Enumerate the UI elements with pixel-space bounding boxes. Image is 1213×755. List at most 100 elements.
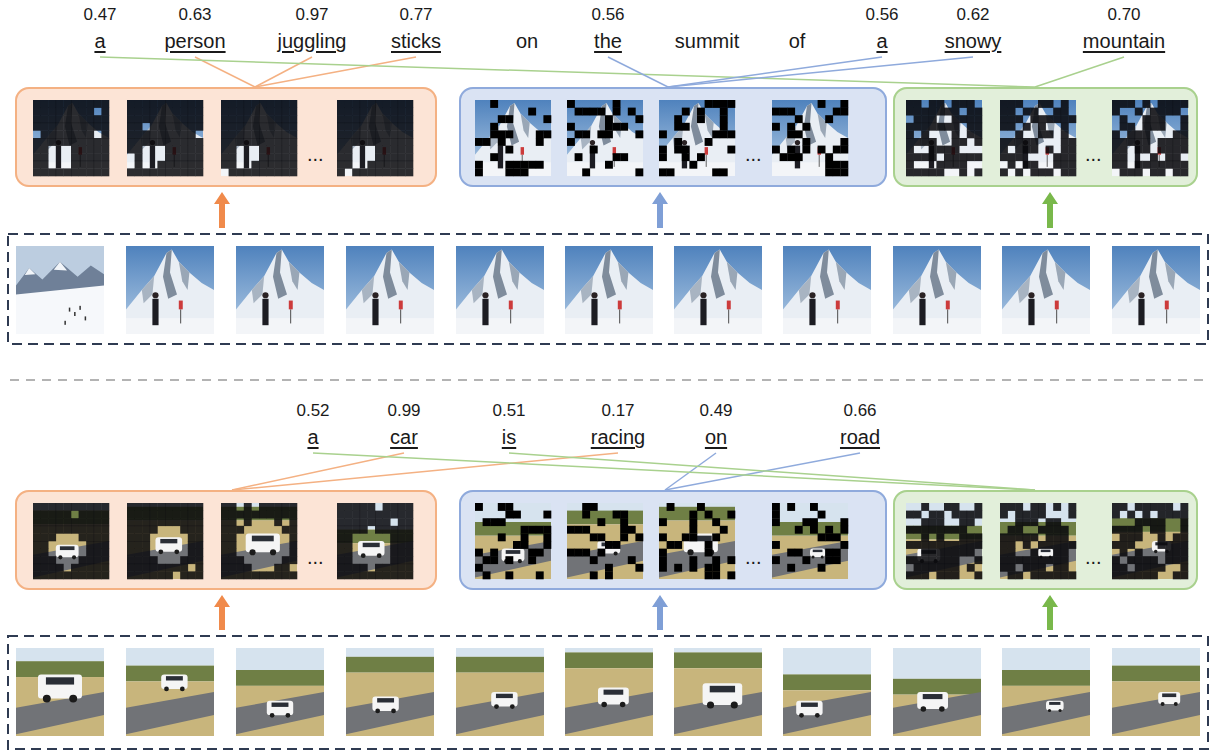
mask-cell [173, 138, 181, 146]
mask-cell [1173, 130, 1181, 138]
mask-cell [810, 518, 818, 526]
mask-cell [1180, 511, 1188, 519]
grass [659, 520, 735, 579]
mask-cell [582, 168, 590, 176]
mask-cell [79, 146, 87, 154]
mountain [33, 103, 109, 176]
mask-cell [967, 518, 975, 526]
pole [705, 155, 707, 167]
wheel [815, 713, 820, 718]
rock-face [1149, 250, 1163, 299]
mask-cell [259, 123, 267, 131]
mask-cell [165, 108, 173, 116]
mountain [1000, 103, 1076, 176]
mask-cell [367, 108, 375, 116]
sky [456, 246, 544, 334]
caption-word: the [594, 29, 622, 53]
panel-fills [15, 87, 1198, 590]
mask-cell [79, 564, 87, 572]
mask-cell [86, 549, 94, 557]
mask-cell [936, 556, 944, 564]
mask-cell [101, 571, 109, 579]
mask-cell [1046, 168, 1054, 176]
mask-cell [405, 168, 413, 176]
mask-cell [41, 108, 49, 116]
mask-cell [127, 571, 135, 579]
mask-cell [289, 161, 297, 169]
mask-cell [944, 526, 952, 534]
mask-cell [667, 541, 675, 549]
up-arrow [214, 595, 230, 630]
mask-cell [1165, 161, 1173, 169]
leader-line [509, 453, 1035, 490]
mask-cell [195, 533, 203, 541]
attention-score: 0.99 [387, 401, 420, 421]
mask-cell [259, 571, 267, 579]
mask-cell [173, 511, 181, 519]
mask-cell [337, 168, 345, 176]
mask-cell [360, 100, 368, 108]
mask-cell [921, 541, 929, 549]
mask-cell [398, 564, 406, 572]
mask-cell [689, 556, 697, 564]
mask-cell [274, 564, 282, 572]
mask-cell [1135, 503, 1143, 511]
mask-cell [86, 556, 94, 564]
mask-cell [375, 123, 383, 131]
mask-cell [613, 108, 621, 116]
masked-frame [906, 503, 982, 579]
leader-line [313, 453, 1035, 490]
mask-cell [405, 108, 413, 116]
mask-cell [1112, 526, 1120, 534]
mask-cell [63, 138, 71, 146]
sky [221, 100, 297, 176]
mask-cell [188, 100, 196, 108]
rock-face [362, 276, 374, 303]
sign [836, 301, 840, 310]
mask-cell [345, 511, 353, 519]
mask-cell [967, 533, 975, 541]
mask-cell [157, 100, 165, 108]
mask-cell [390, 108, 398, 116]
mask-cell [906, 108, 914, 116]
mask-cell [1008, 564, 1016, 572]
mask-cell [1127, 100, 1135, 108]
mask-cell [952, 503, 960, 511]
mask-cell [282, 571, 290, 579]
road [236, 692, 324, 734]
mask-cell [142, 168, 150, 176]
mask-cell [772, 511, 780, 519]
mask-cell [188, 533, 196, 541]
mask-cell [390, 146, 398, 154]
mask-cell [1053, 161, 1061, 169]
mask-cell [48, 533, 56, 541]
mask-cell [772, 541, 780, 549]
snow [346, 318, 434, 334]
pole [180, 309, 181, 323]
mask-cell [56, 526, 64, 534]
mask-cell [127, 526, 135, 534]
mask-cell [1120, 549, 1128, 557]
mask-cell [1068, 153, 1076, 161]
mask-cell [405, 571, 413, 579]
mask-cell [289, 108, 297, 116]
mask-cell [267, 115, 275, 123]
mask-cell [613, 123, 621, 131]
mask-cell [1061, 130, 1069, 138]
skier [79, 306, 81, 310]
mask-cell [157, 503, 165, 511]
mask-cell [274, 146, 282, 154]
mask-cell [528, 161, 536, 169]
mask-cell [157, 564, 165, 572]
mask-cell [282, 153, 290, 161]
ellipsis: ... [307, 143, 324, 165]
mask-cell [71, 115, 79, 123]
mask-cell [127, 564, 135, 572]
mask-cell [921, 564, 929, 572]
video-frame [16, 648, 104, 736]
mask-cell [597, 518, 605, 526]
mask-cell [221, 503, 229, 511]
mask-cell [360, 123, 368, 131]
sky [1112, 246, 1200, 334]
mask-cell [405, 123, 413, 131]
